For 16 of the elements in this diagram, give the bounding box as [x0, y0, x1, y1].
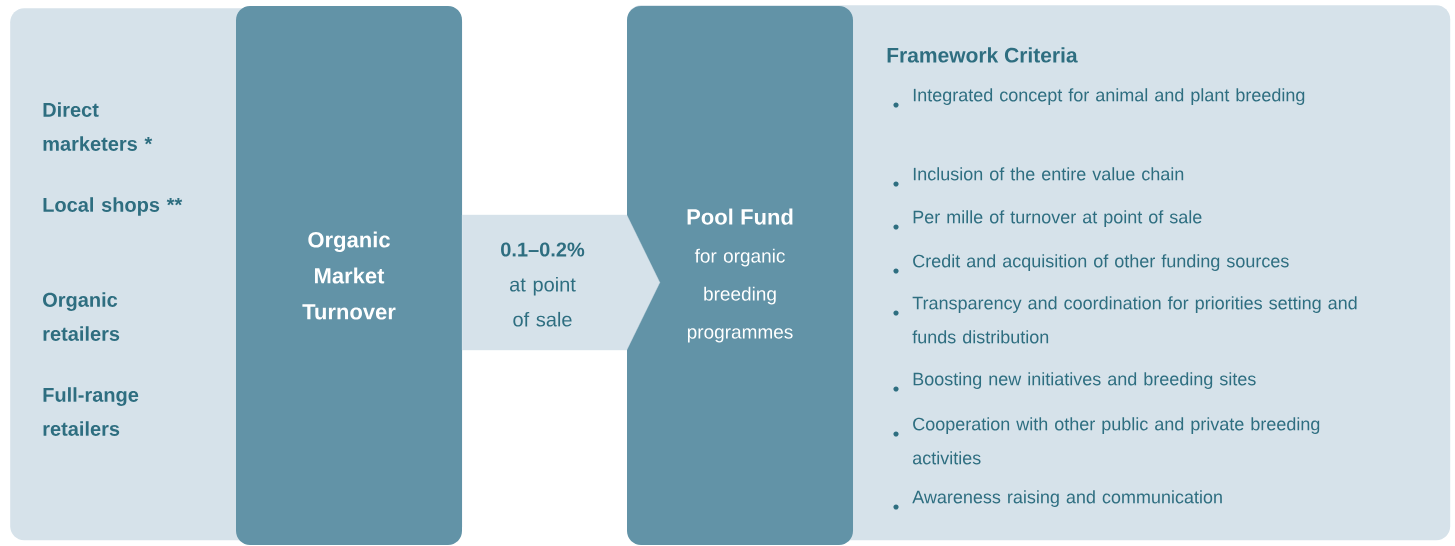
bullet-item: Per mille of turnover at point of sale [913, 210, 1202, 227]
bullet-item: Cooperation with other public and private breeding activities [913, 417, 1320, 465]
category-label: Full-range retailers [43, 387, 139, 436]
category-label: Local shops ** [43, 197, 183, 216]
heading: Framework Criteria [887, 47, 1078, 63]
bullet-item: Transparency and coordination for priorities setting and funds distribution [912, 296, 1357, 344]
bullet-item: Integrated concept for animal and plant breeding [913, 88, 1305, 105]
bullet-item: Inclusion of the entire value chain [913, 167, 1184, 181]
edge-label: 0.1–0.2% at point of sale [498, 241, 587, 328]
category-label: Organic retailers [43, 292, 120, 341]
bullet-item: Credit and acquisition of other funding sources [913, 254, 1289, 271]
bullet-item: Awareness raising and communication [912, 490, 1222, 507]
fund-box: Pool Fund for organic breeding programmes [627, 6, 853, 545]
category-label: Direct marketers * [43, 102, 153, 151]
turnover-box: Organic Market Turnover [236, 6, 462, 545]
bullet-item: Boosting new initiatives and breeding sites [913, 372, 1256, 389]
